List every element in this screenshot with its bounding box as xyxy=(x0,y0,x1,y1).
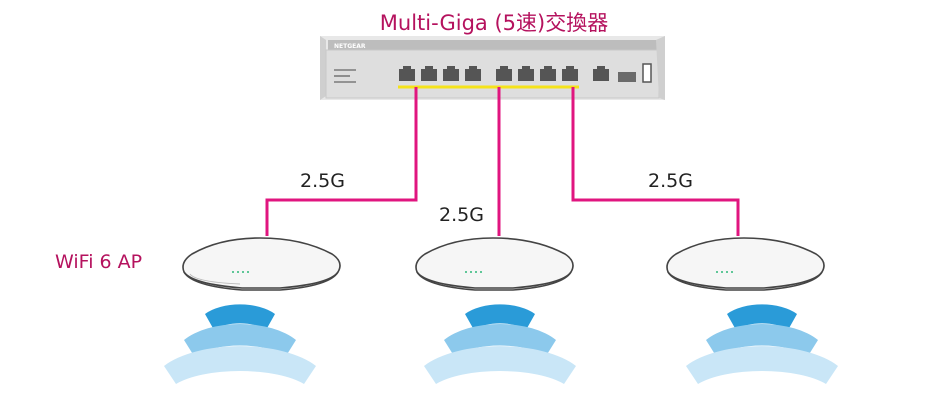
link-speed-center: 2.5G xyxy=(439,204,484,226)
link-speed-right: 2.5G xyxy=(648,170,693,192)
status-leds xyxy=(465,271,482,273)
status-leds xyxy=(232,271,249,273)
link-speed-left: 2.5G xyxy=(300,170,345,192)
access-point-left xyxy=(182,237,341,291)
wifi-signal-icon-center xyxy=(424,304,576,384)
ap-label: WiFi 6 AP xyxy=(55,251,142,273)
access-point-center xyxy=(415,237,574,291)
switch-brand: NETGEAR xyxy=(334,43,366,50)
connection-lines xyxy=(265,87,740,236)
menu-icon xyxy=(334,69,356,83)
ethernet-ports xyxy=(399,63,652,83)
link-line-right xyxy=(571,87,740,236)
link-line-left xyxy=(265,87,418,236)
wifi-signal-icon-left xyxy=(164,304,316,384)
multi-giga-switch: NETGEAR xyxy=(320,36,665,100)
wifi-signal-icon-right xyxy=(686,304,838,384)
switch-title: Multi-Giga (5速)交換器 xyxy=(380,11,608,35)
access-point-right xyxy=(666,237,825,291)
status-leds xyxy=(716,271,733,273)
